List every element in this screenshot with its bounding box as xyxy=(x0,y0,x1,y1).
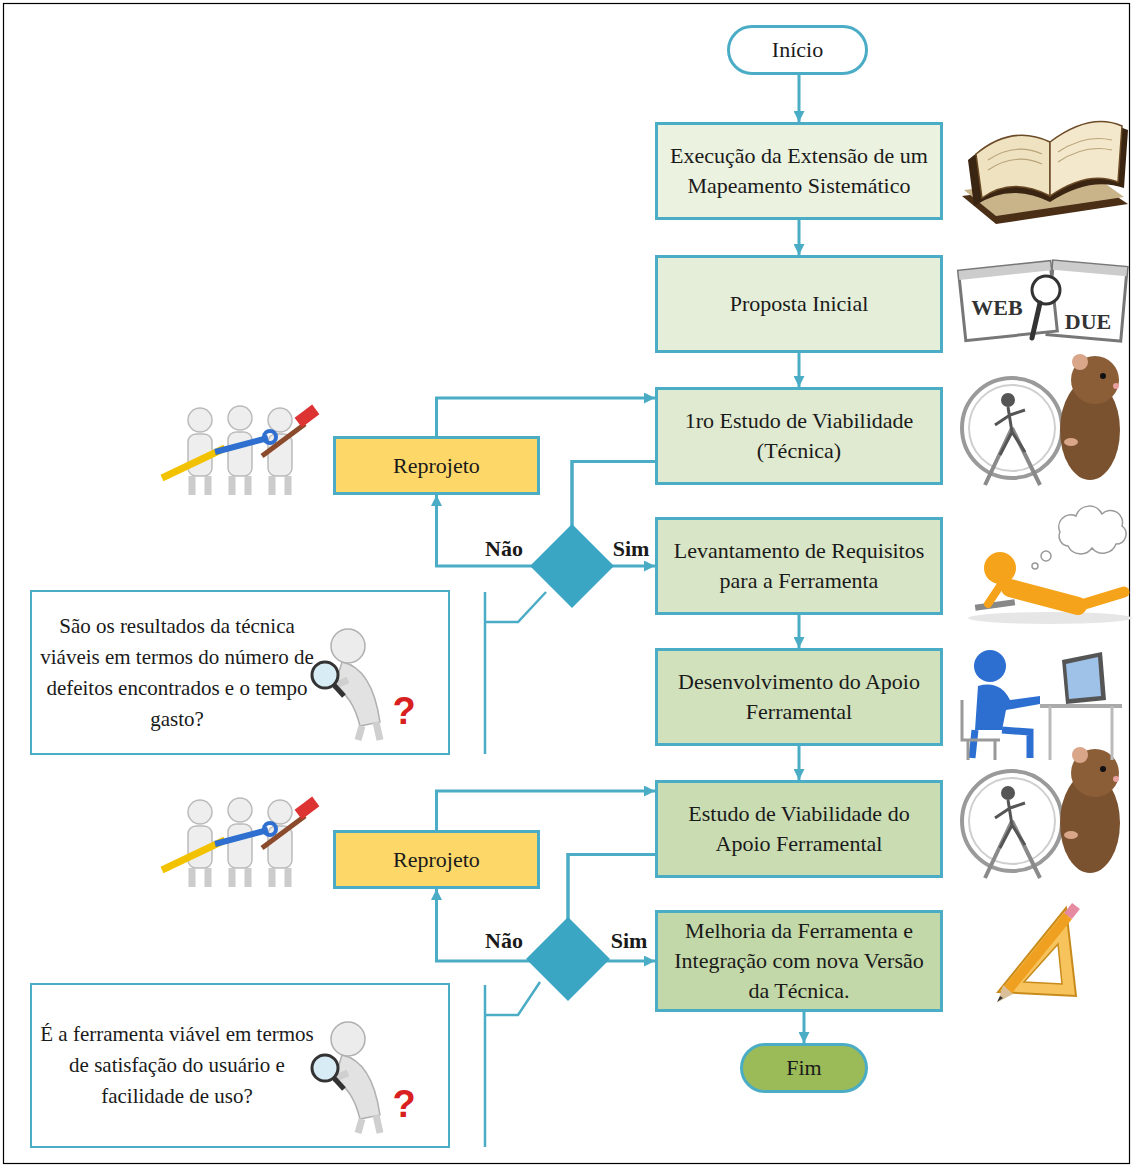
flow-arrow xyxy=(803,1012,806,1043)
node-text: Fim xyxy=(786,1053,821,1083)
callout-leader xyxy=(485,982,540,1147)
edge-label: Não xyxy=(485,928,523,954)
computer-user-icon xyxy=(1062,652,1106,704)
thinking-person-icon xyxy=(1010,588,1078,606)
end-terminal: Fim xyxy=(740,1043,868,1093)
computer-user-icon xyxy=(1066,657,1101,699)
webdue-logo xyxy=(1047,261,1127,341)
node-text: Desenvolvimento do Apoio Ferramental xyxy=(668,667,930,726)
node-text: É a ferramenta viável em termos de satis… xyxy=(40,1019,314,1112)
inspector-icon xyxy=(312,629,380,740)
repair-team-icon xyxy=(162,797,319,887)
books-icon xyxy=(962,122,1128,224)
flow-arrow xyxy=(798,746,801,780)
node-text: Execução da Extensão de um Mapeamento Si… xyxy=(668,141,930,200)
node-text: Levantamento de Requisitos para a Ferram… xyxy=(668,536,930,595)
node-text: São os resultados da técnica viáveis em … xyxy=(40,611,314,735)
process-box: Melhoria da Ferramenta e Integração com … xyxy=(655,910,943,1012)
logo-text: WEB xyxy=(971,296,1022,320)
thinking-person-icon xyxy=(1032,563,1038,569)
process-box: Execução da Extensão de um Mapeamento Si… xyxy=(655,122,943,220)
question-mark: ? xyxy=(392,1084,415,1126)
thinking-person-icon xyxy=(1059,506,1126,554)
thinking-person-icon xyxy=(988,586,1000,604)
question-callout: São os resultados da técnica viáveis em … xyxy=(30,590,450,755)
edge-label: Sim xyxy=(611,928,648,954)
inspector-icon xyxy=(312,1022,380,1133)
node-text: Proposta Inicial xyxy=(730,289,869,319)
thinking-person-icon xyxy=(975,599,1015,611)
computer-user-icon xyxy=(962,650,1122,760)
repair-team-icon xyxy=(162,405,319,495)
node-text: Reprojeto xyxy=(393,845,480,875)
computer-user-icon xyxy=(962,700,1000,760)
edge-label: Não xyxy=(485,536,523,562)
books-icon xyxy=(1050,122,1122,196)
books-icon xyxy=(976,135,1050,198)
pencil-ruler-icon xyxy=(1068,906,1076,916)
webdue-logo xyxy=(1047,261,1127,341)
webdue-logo xyxy=(958,261,1050,280)
pencil-ruler-icon xyxy=(997,906,1076,1002)
redesign-box: Reprojeto xyxy=(333,436,540,495)
process-box: Desenvolvimento do Apoio Ferramental xyxy=(655,648,943,746)
node-text: Melhoria da Ferramenta e Integração com … xyxy=(668,916,930,1005)
books-icon xyxy=(988,139,1112,171)
pencil-ruler-icon xyxy=(998,908,1076,996)
node-text: Início xyxy=(772,35,823,65)
thinking-person-icon xyxy=(968,506,1132,624)
computer-user-icon xyxy=(972,730,1030,758)
node-text: Reprojeto xyxy=(393,451,480,481)
thinking-person-icon xyxy=(968,612,1132,624)
computer-user-icon xyxy=(974,650,1006,682)
webdue-logo xyxy=(1032,303,1040,338)
computer-user-icon xyxy=(975,685,1040,730)
process-box: Proposta Inicial xyxy=(655,255,943,353)
computer-user-icon xyxy=(1040,704,1122,708)
edge-label: Sim xyxy=(613,536,650,562)
question-mark: ? xyxy=(392,691,415,733)
webdue-logo xyxy=(1053,261,1128,276)
outer-frame xyxy=(4,4,1130,1164)
decision-diamond xyxy=(526,917,610,1001)
flow-arrow xyxy=(437,791,656,830)
thinking-person-icon xyxy=(1078,592,1124,606)
flow-arrow xyxy=(798,75,801,122)
process-box: Levantamento de Requisitos para a Ferram… xyxy=(655,517,943,615)
redesign-box: Reprojeto xyxy=(333,830,540,889)
node-text: 1ro Estudo de Viabilidade (Técnica) xyxy=(668,406,930,465)
callout-leader xyxy=(485,592,546,754)
pencil-ruler-icon xyxy=(997,996,1003,1002)
start-terminal: Início xyxy=(727,25,868,75)
question-callout: É a ferramenta viável em termos de satis… xyxy=(30,983,450,1148)
flow-arrow xyxy=(798,220,801,255)
flow-arrow xyxy=(798,615,801,648)
process-box: 1ro Estudo de Viabilidade (Técnica) xyxy=(655,387,943,485)
hamster-wheel-icon xyxy=(962,747,1120,878)
node-text: Estudo de Viabilidade do Apoio Ferrament… xyxy=(668,799,930,858)
logo-text: DUE xyxy=(1065,310,1111,334)
flow-arrow xyxy=(437,398,656,436)
pencil-ruler-icon xyxy=(1008,916,1068,990)
webdue-logo xyxy=(1032,276,1060,304)
flow-arrow xyxy=(798,353,801,387)
thinking-person-icon xyxy=(1041,551,1051,561)
hamster-wheel-icon xyxy=(962,354,1120,485)
process-box: Estudo de Viabilidade do Apoio Ferrament… xyxy=(655,780,943,878)
pencil-ruler-icon xyxy=(998,985,1013,1002)
webdue-logo xyxy=(958,261,1127,341)
computer-user-icon xyxy=(1050,706,1112,760)
